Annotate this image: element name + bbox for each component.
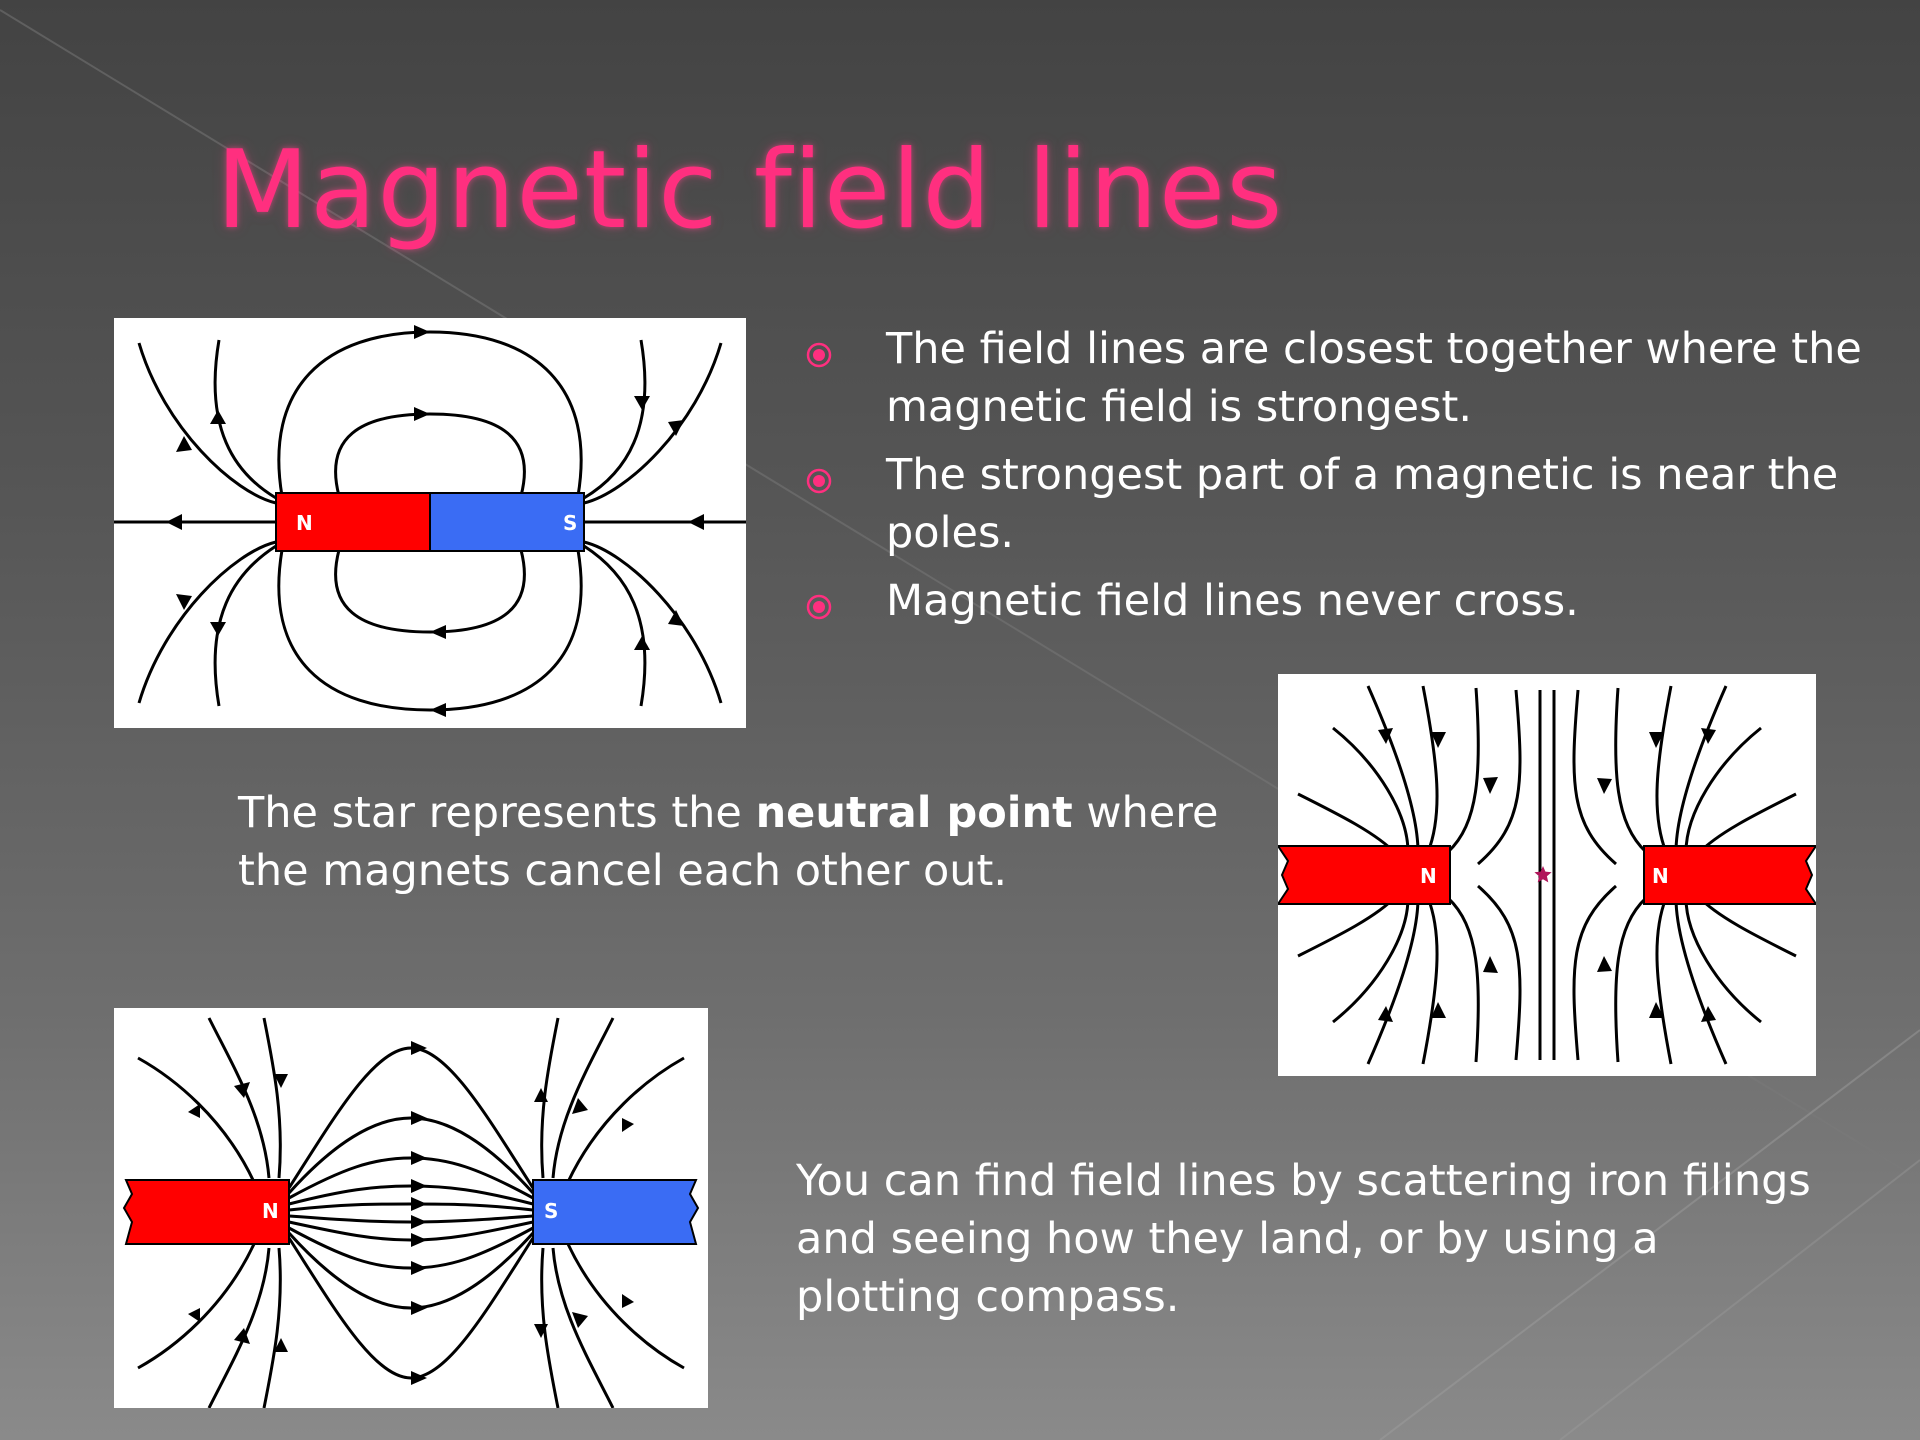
like-poles-field-svg: N N <box>1278 685 1816 1065</box>
right-pole-label: N <box>1652 864 1669 888</box>
north-pole-label: N <box>296 511 313 535</box>
neutral-point-term: neutral point <box>755 788 1073 838</box>
bullet-item: The field lines are closest together whe… <box>806 320 1906 436</box>
bullet-text: The strongest part of a magnetic is near… <box>886 450 1839 558</box>
bar-magnet-diagram: N S <box>114 318 746 728</box>
left-pole-label: N <box>1420 864 1437 888</box>
bullet-text: The field lines are closest together whe… <box>886 324 1862 432</box>
neutral-caption-before: The star represents the <box>238 788 756 838</box>
like-poles-diagram: N N <box>1278 674 1816 1076</box>
south-pole-label: S <box>544 1199 558 1223</box>
bullet-item: Magnetic field lines never cross. <box>806 572 1906 630</box>
south-magnet-block <box>532 1179 700 1245</box>
left-north-magnet <box>1278 845 1451 905</box>
page-title: Magnetic field lines <box>216 128 1284 253</box>
north-magnet-block <box>122 1179 290 1245</box>
circle-dot-icon <box>806 468 832 494</box>
finding-field-lines-caption: You can find field lines by scattering i… <box>796 1156 1811 1322</box>
unlike-poles-diagram: N S <box>114 1008 708 1408</box>
north-pole-label: N <box>262 1199 279 1223</box>
bullet-item: The strongest part of a magnetic is near… <box>806 446 1906 562</box>
bar-magnet-field-svg: N S <box>114 325 746 717</box>
neutral-caption-after: where the magnets cancel each other out. <box>238 788 1219 896</box>
south-pole-block <box>429 492 585 552</box>
neutral-point-caption: The star represents the neutral point wh… <box>238 784 1248 900</box>
circle-dot-icon <box>806 594 832 620</box>
north-pole-block <box>275 492 431 552</box>
circle-dot-icon <box>806 342 832 368</box>
right-north-magnet <box>1643 845 1816 905</box>
bullet-text: Magnetic field lines never cross. <box>886 576 1579 626</box>
star-icon <box>1534 866 1552 883</box>
bullet-list: The field lines are closest together whe… <box>806 320 1906 640</box>
south-pole-label: S <box>563 511 577 535</box>
unlike-poles-field-svg: N S <box>122 1017 700 1408</box>
